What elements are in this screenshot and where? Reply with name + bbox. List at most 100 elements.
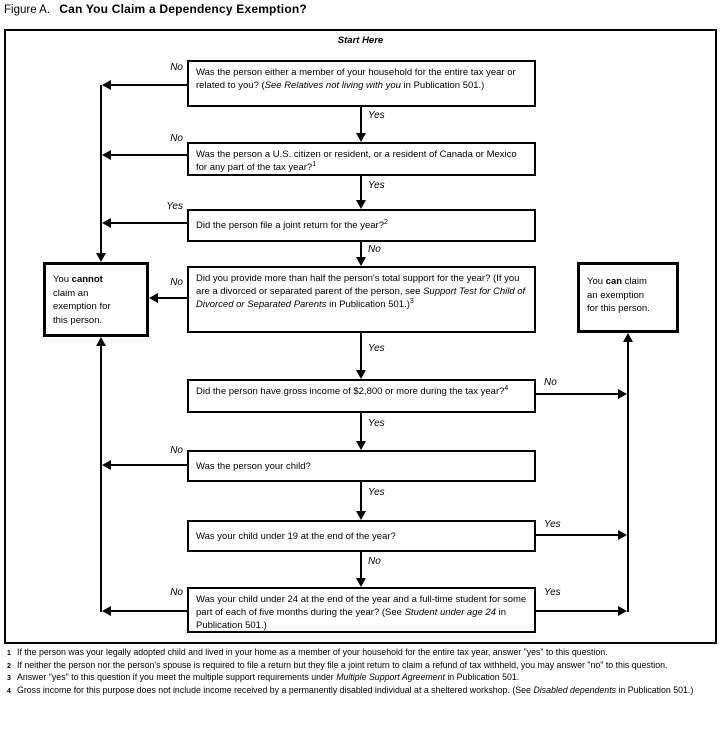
footnote-text-italic: Multiple Support Agreement [336,672,445,682]
footnote-text: If neither the person nor the person's s… [17,659,668,670]
result-text: You [53,274,72,285]
question-text: Was your child under 19 at the end of th… [196,530,396,542]
result-line: You can claim [587,275,669,289]
arrow-left-icon [102,80,111,90]
no-label: No [368,244,381,255]
footnote-text: Answer "yes" to this question if you mee… [17,672,337,682]
figure-title: Figure A. Can You Claim a Dependency Exe… [4,2,307,16]
arrow-left-icon [149,293,158,303]
no-label: No [170,445,183,456]
connector-line [536,393,618,395]
result-text-bold: can [605,276,623,287]
footnote-marker: 4 [7,687,11,695]
question-text: Did you provide more than half the perso… [196,273,520,297]
question-text: in Publication 501.) [400,80,485,91]
question-text-italic: Student under age 24 [404,607,496,618]
result-text: You [587,276,606,287]
footnote-text: in Publication 501.) [616,684,694,695]
footnote-ref: 2 [384,218,388,226]
footnote-3: 3 Answer "yes" to this question if you me… [4,672,716,684]
question-text: in Publication 501.) [326,299,410,310]
result-text-bold: cannot [71,274,103,285]
footnote-marker: 3 [7,675,11,682]
question-box-household: Was the person either a member of your h… [187,60,536,107]
connector-line [111,610,187,612]
footnote-1: 1 If the person was your legally adopted … [4,647,716,659]
arrow-down-icon [96,253,106,262]
arrow-up-icon [623,333,633,342]
arrow-down-icon [356,511,366,520]
question-text: Did the person have gross income of $2,8… [196,386,505,397]
figure-heading: Can You Claim a Dependency Exemption? [59,2,307,16]
footnote-ref: 4 [504,384,509,392]
result-line: You cannot [53,273,139,287]
footnote-text: in Publication 501. [444,672,520,682]
connector-line [360,107,362,134]
question-box-gross-income: Did the person have gross income of $2,8… [187,379,536,413]
arrow-down-icon [356,370,366,379]
figure-label: Figure A. [4,4,51,16]
arrow-right-icon [618,530,627,540]
question-text-italic: See Relatives not living with you [264,80,401,91]
result-box-cannot-claim: You cannot claim an exemption for this p… [43,262,149,337]
left-rail-line [100,85,102,254]
footnote-text: Gross income for this purpose does not i… [17,684,534,695]
yes-label: Yes [544,519,561,530]
connector-line [360,333,362,371]
result-line: an exemption [587,289,645,301]
no-label: No [544,377,557,388]
question-box-your-child: Was the person your child? [187,450,536,482]
connector-line [360,176,362,201]
no-label: No [170,62,183,73]
footnote-text: If the person was your legally adopted c… [17,647,608,657]
footnote-4: 4 Gross income for this purpose does not … [4,685,716,697]
connector-line [111,464,187,466]
right-rail-line [627,342,629,612]
footnotes: 1 If the person was your legally adopted … [4,647,716,697]
arrow-left-icon [102,218,111,228]
question-box-under-24-student: Was your child under 24 at the end of th… [187,587,536,633]
footnote-text-italic: Disabled dependents [533,684,617,695]
no-label: No [170,133,183,144]
question-box-citizen: Was the person a U.S. citizen or residen… [187,142,536,176]
question-box-under-19: Was your child under 19 at the end of th… [187,520,536,552]
yes-label: Yes [368,180,385,191]
arrow-down-icon [356,578,366,587]
arrow-down-icon [356,133,366,142]
question-text-italic: Support Test for Child of Divorced or Se… [196,286,526,310]
footnote-marker: 1 [7,650,11,657]
arrow-down-icon [356,200,366,209]
question-text-wrap: Did the person file a joint return for t… [196,219,388,232]
connector-line [536,610,618,612]
result-line: exemption for [53,301,111,312]
connector-line [158,297,187,299]
result-text: claim [622,276,647,287]
question-text: Was the person a U.S. citizen or residen… [196,149,517,173]
arrow-right-icon [618,606,627,616]
yes-label: Yes [368,487,385,498]
question-text: Was your child under 24 at the end of th… [196,594,527,618]
footnote-ref: 1 [312,160,317,168]
no-label: No [368,556,381,567]
connector-line [360,482,362,512]
arrow-left-icon [102,460,111,470]
connector-line [360,242,362,258]
connector-line [111,84,187,86]
arrow-right-icon [618,389,627,399]
result-line: this person. [53,314,103,326]
question-text: Was the person your child? [196,460,311,472]
connector-line [111,222,187,224]
result-line: claim an [53,287,89,299]
question-box-joint-return: Did the person file a joint return for t… [187,209,536,242]
no-label: No [170,277,183,288]
connector-line [111,154,187,156]
yes-label: Yes [166,201,183,212]
result-box-can-claim: You can claim an exemption for this pers… [577,262,679,333]
arrow-down-icon [356,257,366,266]
question-text: Did the person file a joint return for t… [196,220,384,231]
yes-label: Yes [368,110,385,121]
footnote-ref: 3 [409,297,414,305]
question-box-support: Did you provide more than half the perso… [187,266,536,333]
